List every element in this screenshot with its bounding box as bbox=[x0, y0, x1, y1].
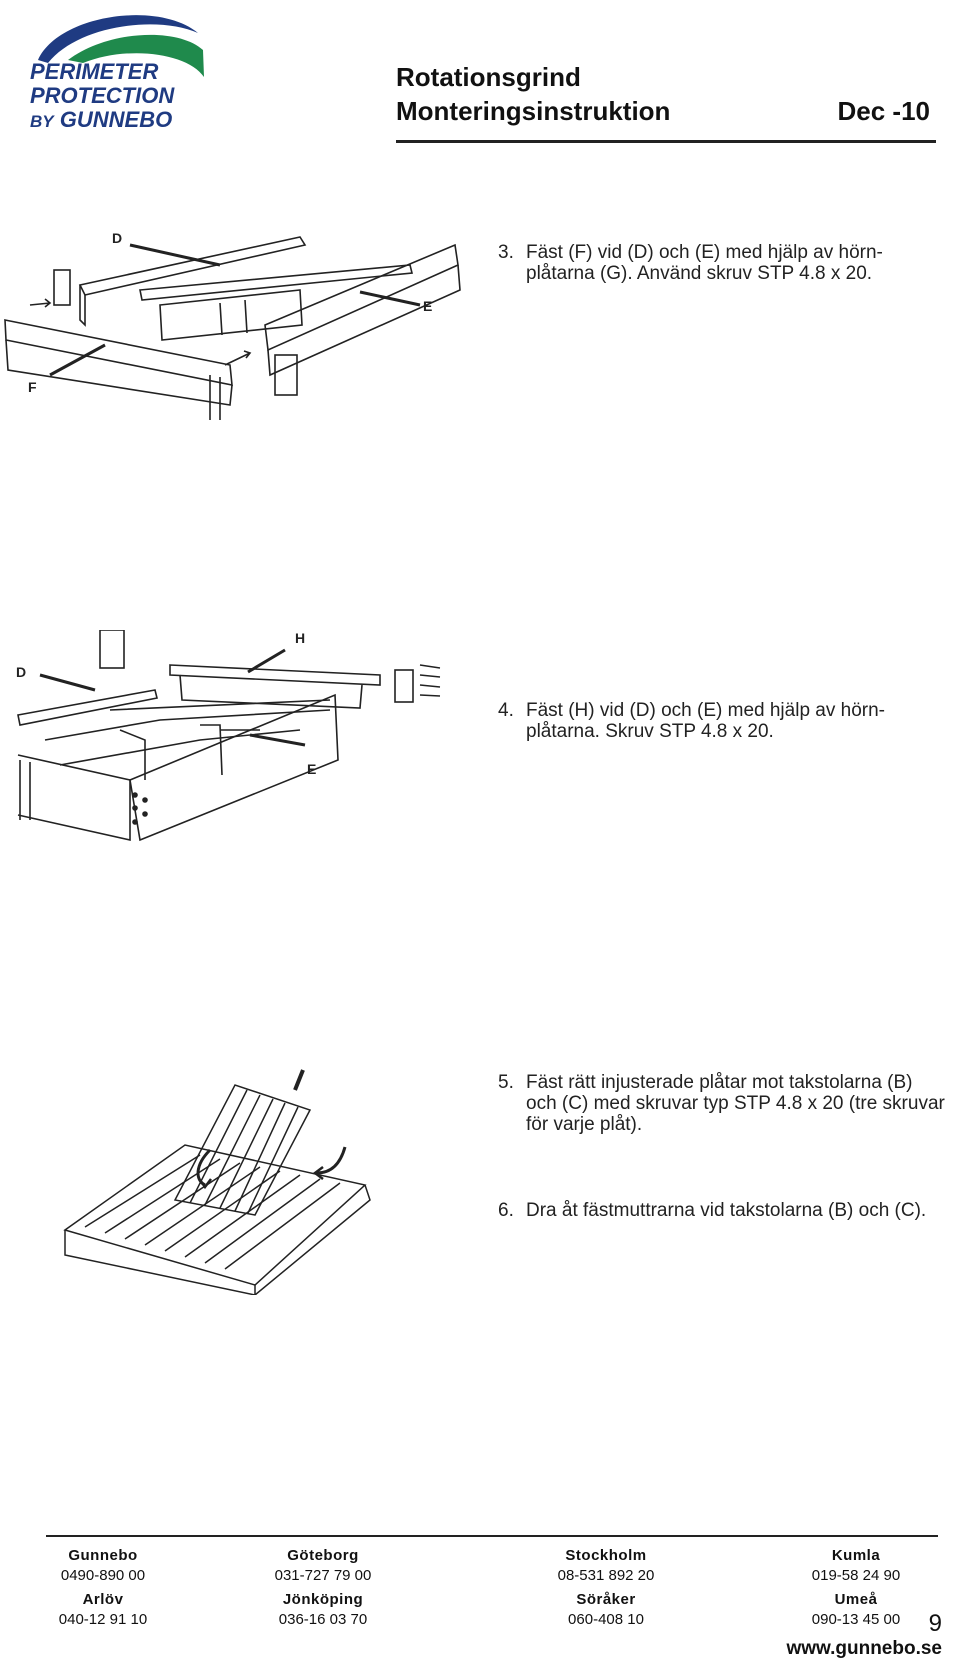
step-3-number: 3. bbox=[498, 242, 514, 263]
fig1-label-f: F bbox=[28, 379, 37, 395]
fig2-label-d: D bbox=[16, 664, 26, 680]
step-3-text: Fäst (F) vid (D) och (E) med hjälp av hö… bbox=[526, 242, 883, 284]
office-phone: 08-531 892 20 bbox=[557, 1567, 655, 1584]
office-jonkoping: Jönköping 036-16 03 70 bbox=[223, 1590, 423, 1630]
document-date: Dec -10 bbox=[837, 96, 931, 126]
figure-step-5 bbox=[63, 1069, 371, 1295]
step-6-number: 6. bbox=[498, 1200, 514, 1221]
office-phone: 060-408 10 bbox=[568, 1611, 644, 1628]
office-city: Stockholm bbox=[565, 1547, 647, 1564]
logo-line-1: PERIMETER bbox=[30, 59, 159, 84]
office-city: Göteborg bbox=[287, 1547, 359, 1564]
logo-swoosh bbox=[38, 15, 204, 77]
office-stockholm: Stockholm 08-531 892 20 bbox=[506, 1546, 706, 1586]
page-number: 9 bbox=[928, 1610, 942, 1637]
logo-line-3: BY GUNNEBO bbox=[30, 107, 172, 133]
office-phone: 090-13 45 00 bbox=[811, 1611, 901, 1628]
office-umea: Umeå 090-13 45 00 bbox=[756, 1590, 956, 1630]
office-phone: 036-16 03 70 bbox=[278, 1611, 368, 1628]
office-goteborg: Göteborg 031-727 79 00 bbox=[223, 1546, 423, 1586]
office-kumla: Kumla 019-58 24 90 bbox=[756, 1546, 956, 1586]
logo-brand: GUNNEBO bbox=[59, 107, 173, 132]
office-city: Kumla bbox=[831, 1547, 881, 1564]
office-phone: 019-58 24 90 bbox=[811, 1567, 901, 1584]
fig2-label-e: E bbox=[307, 761, 316, 777]
step-4-number: 4. bbox=[498, 700, 514, 721]
fig1-label-e: E bbox=[423, 298, 432, 314]
office-city: Söråker bbox=[576, 1591, 636, 1608]
figure-step-3: D E F bbox=[4, 230, 461, 420]
document-title: Rotationsgrind bbox=[396, 62, 581, 92]
office-city: Arlöv bbox=[82, 1591, 124, 1608]
office-city: Gunnebo bbox=[68, 1547, 138, 1564]
figure-step-4: D H E bbox=[16, 630, 441, 842]
website-link[interactable]: www.gunnebo.se bbox=[786, 1638, 942, 1659]
step-6-text: Dra åt fästmuttrarna vid takstolarna (B)… bbox=[526, 1200, 927, 1221]
logo-by: BY bbox=[30, 112, 54, 131]
office-phone: 0490-890 00 bbox=[60, 1567, 146, 1584]
step-5-number: 5. bbox=[498, 1072, 514, 1093]
document-subtitle: Monteringsinstruktion bbox=[396, 96, 671, 126]
header-rule bbox=[396, 140, 936, 143]
office-phone: 031-727 79 00 bbox=[274, 1567, 372, 1584]
company-logo: PERIMETER PROTECTION BY GUNNEBO bbox=[28, 5, 206, 135]
office-arlov: Arlöv 040-12 91 10 bbox=[3, 1590, 203, 1630]
office-city: Jönköping bbox=[282, 1591, 364, 1608]
office-gunnebo: Gunnebo 0490-890 00 bbox=[3, 1546, 203, 1586]
office-phone: 040-12 91 10 bbox=[58, 1611, 148, 1628]
logo-line-2: PROTECTION bbox=[30, 83, 175, 108]
fig2-label-h: H bbox=[295, 630, 305, 646]
office-city: Umeå bbox=[834, 1591, 878, 1608]
footer-rule bbox=[46, 1535, 938, 1537]
fig1-label-d: D bbox=[112, 230, 122, 246]
step-4-text: Fäst (H) vid (D) och (E) med hjälp av hö… bbox=[526, 700, 885, 742]
office-soraker: Söråker 060-408 10 bbox=[506, 1590, 706, 1630]
step-5-text: Fäst rätt injusterade plåtar mot takstol… bbox=[526, 1072, 945, 1135]
